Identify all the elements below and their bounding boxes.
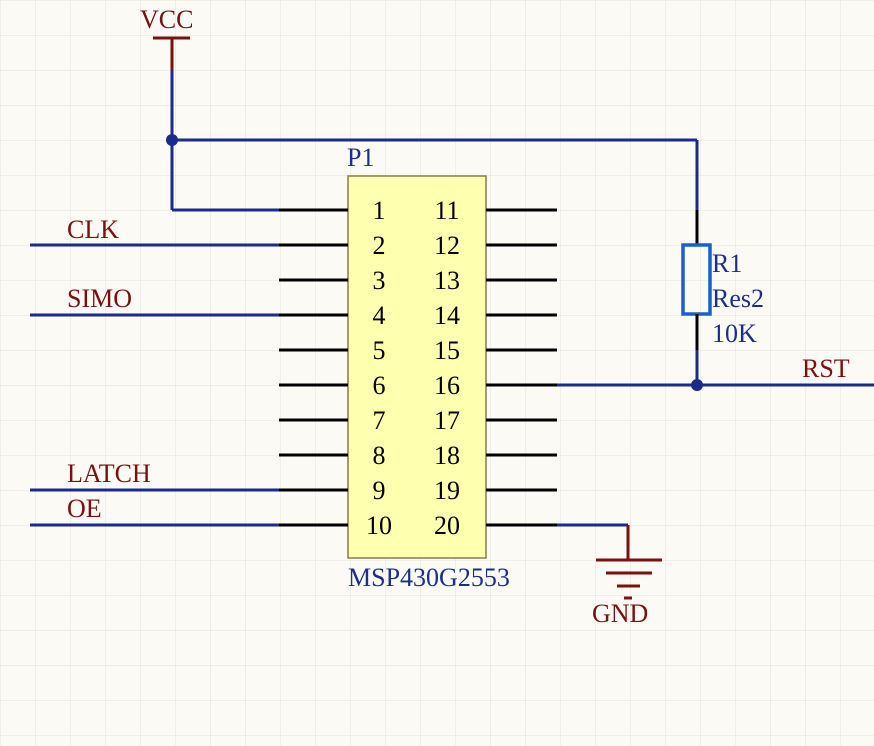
pin-number-9: 9 [373,476,386,505]
resistor-designator: R1 [712,249,742,278]
pin-number-17: 17 [434,406,460,435]
vcc-power-port[interactable]: VCC [140,5,193,70]
connector-pin-9[interactable]: 9 [279,476,386,505]
net-label-simo[interactable]: SIMO [67,284,132,313]
connector-pin-18[interactable]: 18 [434,441,557,470]
connector-pin-17[interactable]: 17 [434,406,557,435]
pin-number-16: 16 [434,371,460,400]
pin-number-3: 3 [373,266,386,295]
connector-pin-14[interactable]: 14 [434,301,557,330]
pin-number-5: 5 [373,336,386,365]
pin-number-18: 18 [434,441,460,470]
net-label-clk[interactable]: CLK [67,215,119,244]
gnd-power-port[interactable]: GND [592,525,662,628]
pin-number-13: 13 [434,266,460,295]
vcc-label: VCC [140,5,193,34]
connector-pin-16[interactable]: 16 [434,371,557,400]
resistor-value: 10K [712,319,757,348]
connector-pin-10[interactable]: 10 [279,511,392,540]
connector-pin-7[interactable]: 7 [279,406,386,435]
connector-pin-20[interactable]: 20 [434,511,557,540]
pin-number-7: 7 [373,406,386,435]
connector-pin-15[interactable]: 15 [434,336,557,365]
pin-number-15: 15 [434,336,460,365]
pin-number-19: 19 [434,476,460,505]
connector-pin-3[interactable]: 3 [279,266,386,295]
pin-number-2: 2 [373,231,386,260]
vcc-net-wires [166,70,699,212]
gnd-label: GND [592,599,648,628]
connector-pin-4[interactable]: 4 [279,301,386,330]
resistor-type: Res2 [712,284,764,313]
connector-pin-5[interactable]: 5 [279,336,386,365]
net-label-oe[interactable]: OE [67,494,102,523]
connector-pin-19[interactable]: 19 [434,476,557,505]
pin-number-20: 20 [434,511,460,540]
connector-designator: P1 [347,143,374,172]
pin-number-1: 1 [373,196,386,225]
connector-pin-13[interactable]: 13 [434,266,557,295]
net-label-rst[interactable]: RST [802,354,850,383]
connector-comment: MSP430G2553 [348,563,510,592]
left-pin-group: 1 2 3 4 5 6 7 8 9 10 [279,196,392,540]
connector-pin-11[interactable]: 11 [434,196,557,225]
resistor-body [681,243,712,316]
pin-number-8: 8 [373,441,386,470]
pin-number-14: 14 [434,301,460,330]
pin-number-6: 6 [373,371,386,400]
connector-body [347,175,487,559]
connector-pin-8[interactable]: 8 [279,441,386,470]
pin-number-4: 4 [373,301,386,330]
rst-junction-dot [691,379,703,391]
connector-pin-2[interactable]: 2 [279,231,386,260]
connector-pin-12[interactable]: 12 [434,231,557,260]
pin-number-11: 11 [434,196,459,225]
pin-number-10: 10 [366,511,392,540]
resistor-r1[interactable]: R1 Res2 10K [681,210,764,350]
net-label-latch[interactable]: LATCH [67,459,151,488]
connector-pin-1[interactable]: 1 [279,196,386,225]
vcc-junction-dot [166,134,178,146]
right-pin-group: 11 12 13 14 15 16 17 18 19 20 [434,196,557,540]
connector-pin-6[interactable]: 6 [279,371,386,400]
pin-number-12: 12 [434,231,460,260]
